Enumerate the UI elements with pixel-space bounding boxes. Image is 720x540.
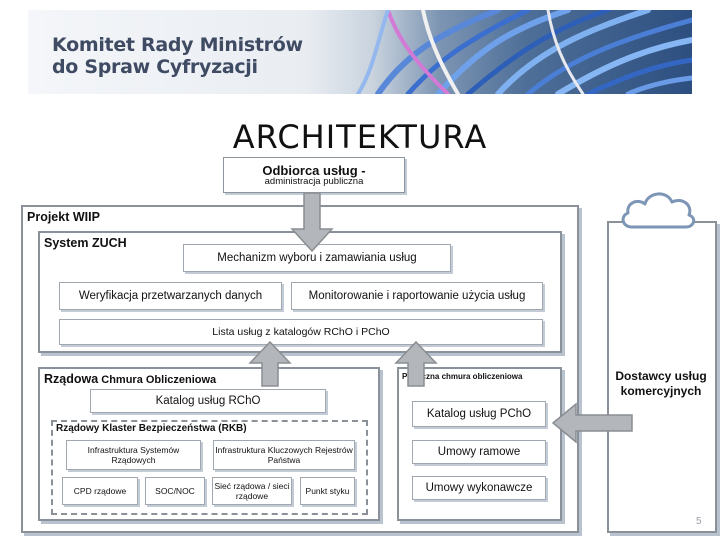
logo-line-1: Komitet Rady Ministrów (52, 34, 303, 56)
execution-agreements-box: Umowy wykonawcze (412, 476, 546, 500)
cloud-icon (621, 192, 696, 229)
rcho-catalog-box: Katalog usług RChO (90, 389, 326, 413)
rkb-government-systems-box: Infrastruktura Systemów Rządowych (66, 440, 201, 470)
government-cloud-title: Rządowa Chmura Obliczeniowa (44, 372, 216, 386)
public-cloud-title: Publiczna chmura obliczeniowa (402, 372, 523, 381)
arrow-left-providers-icon (552, 402, 633, 444)
service-recipient-box: Odbiorca usług - administracja publiczna (223, 157, 405, 193)
arrow-down-recipient-icon (290, 193, 334, 253)
rkb-cluster-title: Rządowy Klaster Bezpieczeństwa (RKB) (56, 423, 247, 434)
government-cloud-title-bold: Rządowa (44, 372, 99, 386)
project-wiip-title: Projekt WIIP (27, 210, 100, 224)
recipient-title: Odbiorca usług - (262, 162, 366, 178)
network-cables-image (356, 10, 692, 94)
monitoring-box: Monitorowanie i raportowanie użycia usłu… (291, 282, 543, 310)
service-list-box: Lista usług z katalogów RChO i PChO (59, 319, 543, 345)
recipient-subtitle: administracja publiczna (264, 175, 364, 187)
arrow-up-gov-cloud-icon (248, 341, 292, 387)
commercial-providers-panel (607, 221, 717, 533)
rkb-key-registers-box: Infrastruktura Kluczowych Rejestrów Pańs… (213, 440, 355, 470)
rkb-cpd-box: CPD rządowe (62, 477, 138, 505)
organization-logo-text: Komitet Rady Ministrów do Spraw Cyfryzac… (52, 34, 303, 78)
mechanism-box: Mechanizm wyboru i zamawiania usług (183, 244, 451, 272)
arrow-up-public-cloud-icon (394, 341, 438, 387)
system-zuch-title: System ZUCH (44, 236, 127, 250)
rkb-interconnect-box: Punkt styku (300, 477, 355, 505)
rkb-government-network-box: Sieć rządowa / sieci rządowe (212, 477, 292, 505)
slide-title: ARCHITEKTURA (232, 118, 488, 156)
commercial-providers-label: Dostawcy usług komercyjnych (615, 369, 707, 398)
header-banner (28, 10, 692, 94)
page-number: 5 (696, 516, 702, 527)
logo-line-2: do Spraw Cyfryzacji (52, 56, 258, 78)
government-cloud-title-rest: Chmura Obliczeniowa (101, 374, 217, 386)
pcho-catalog-box: Katalog usług PChO (412, 401, 546, 427)
frame-agreements-box: Umowy ramowe (412, 440, 546, 464)
rkb-soc-noc-box: SOC/NOC (145, 477, 205, 505)
data-verification-box: Weryfikacja przetwarzanych danych (59, 282, 282, 310)
